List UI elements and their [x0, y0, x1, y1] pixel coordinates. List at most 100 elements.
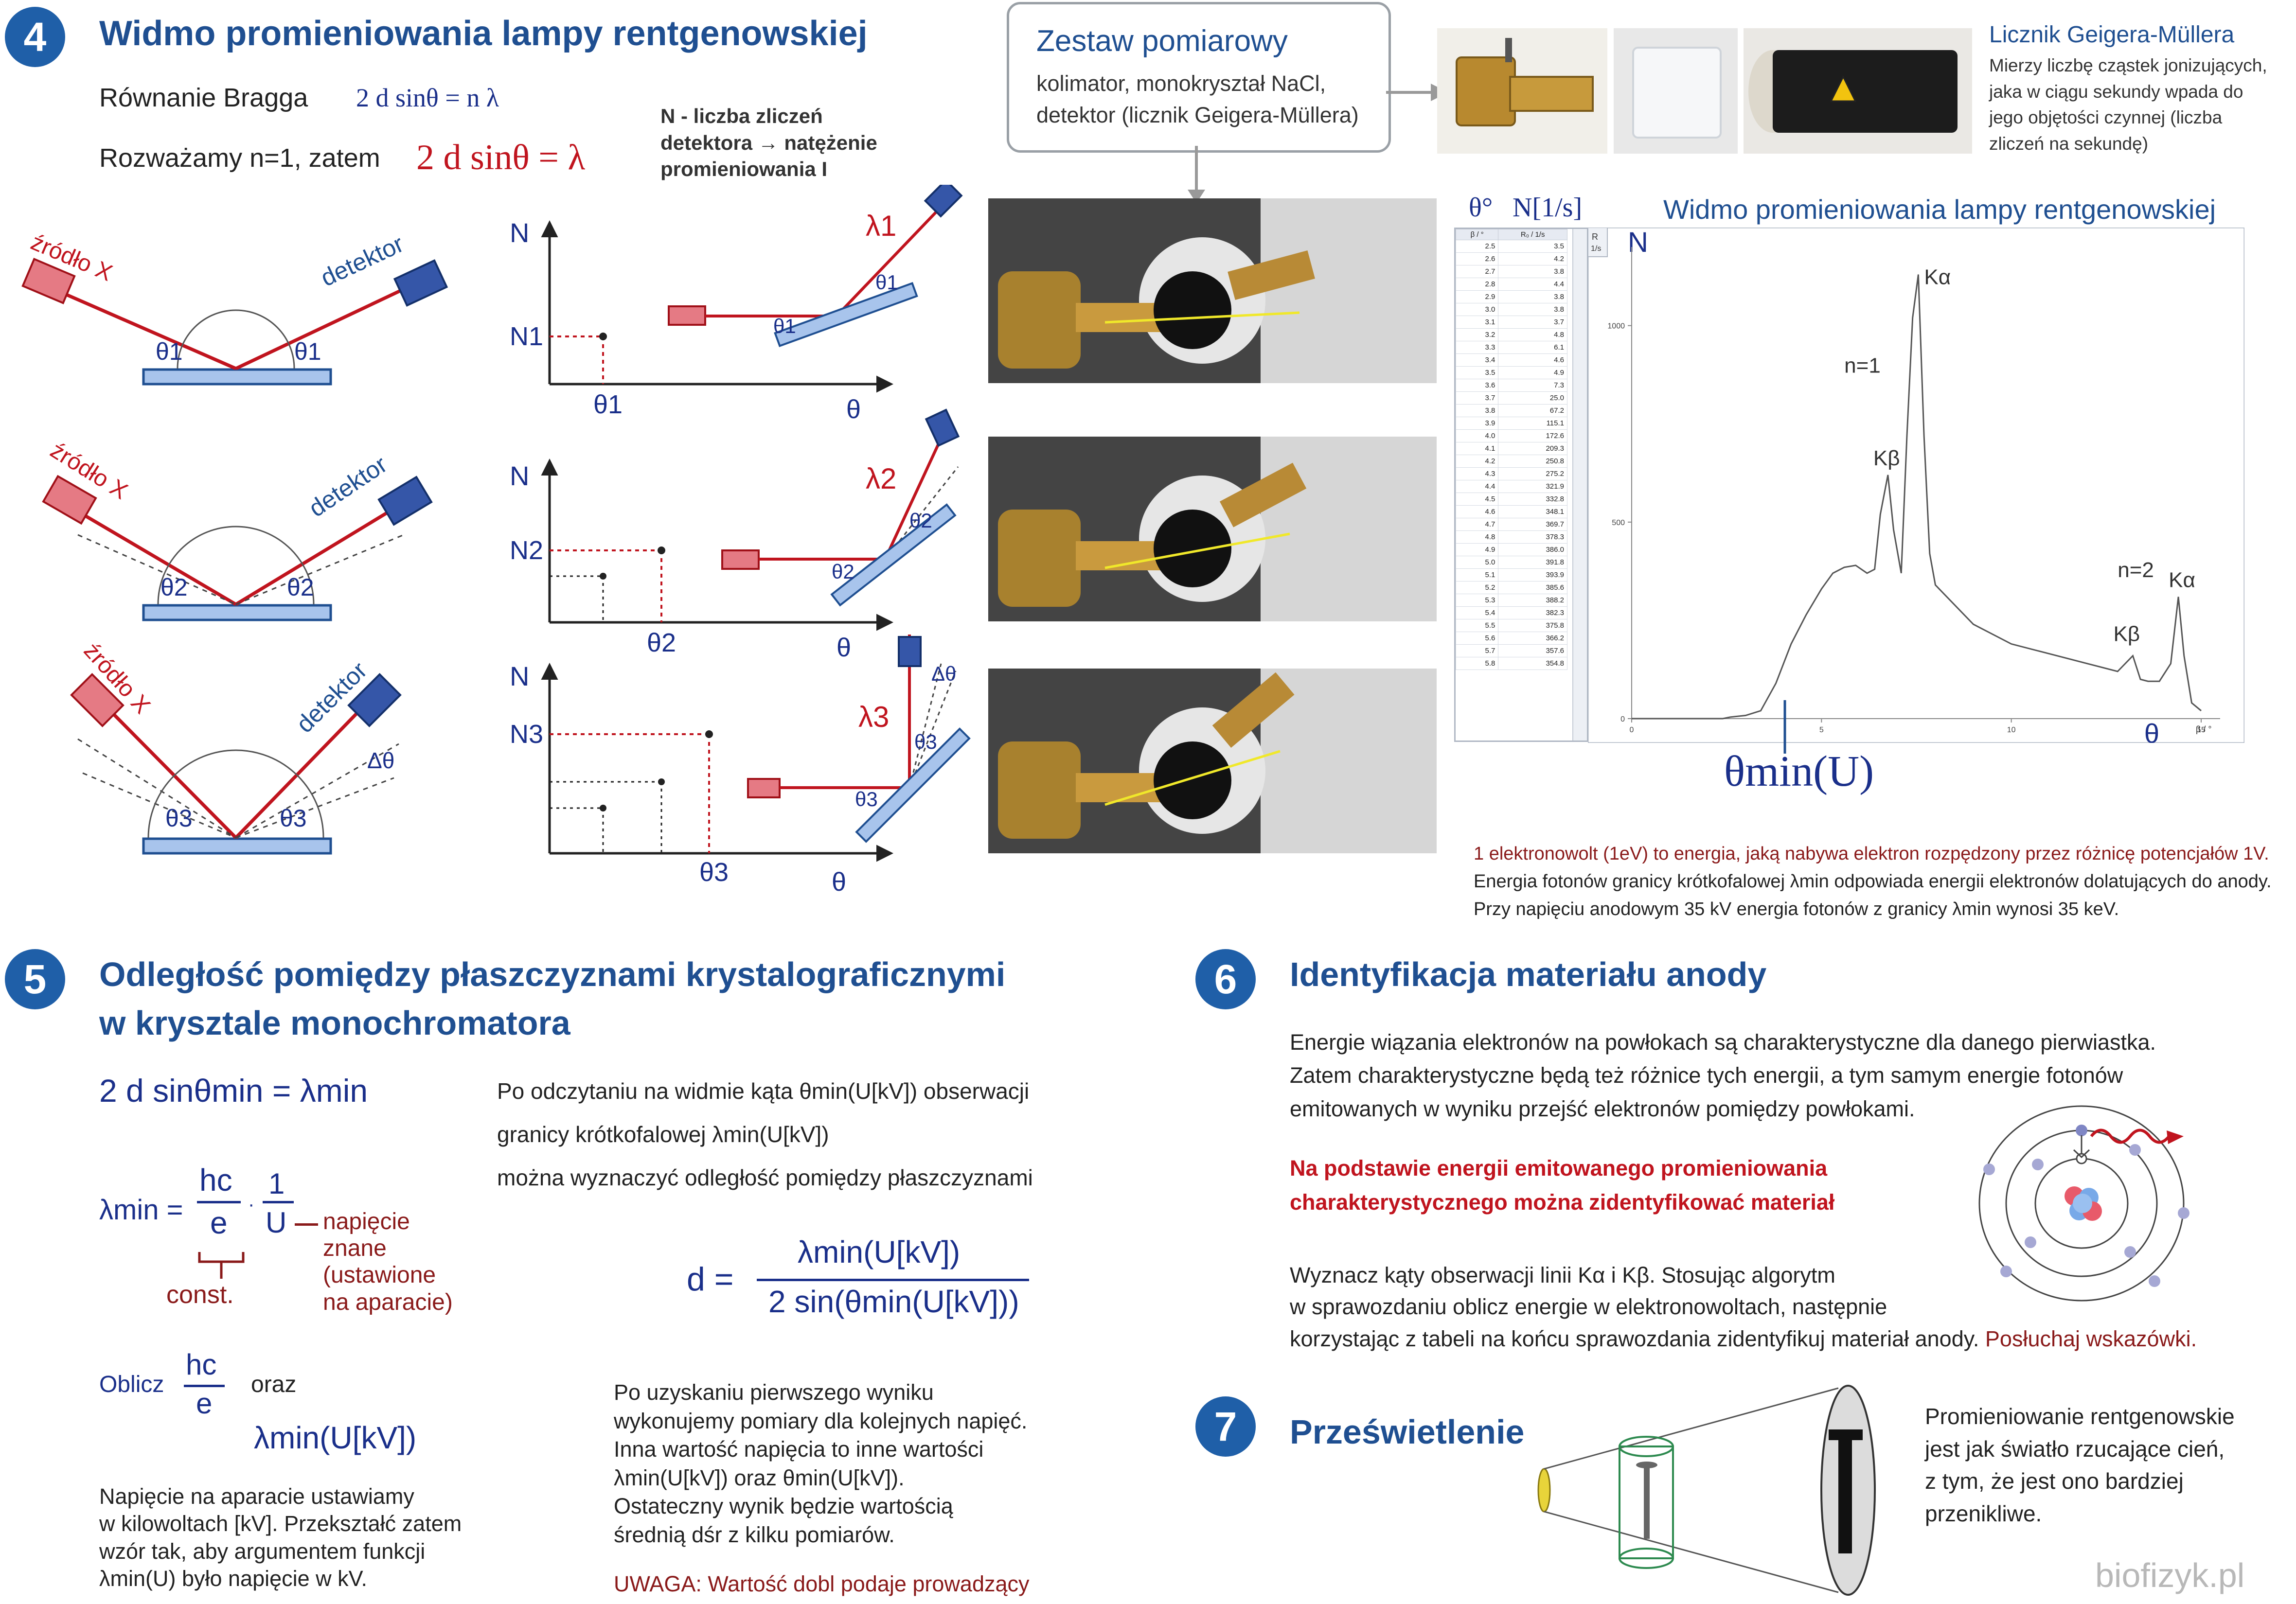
table-cell-rate: 3.5	[1498, 240, 1567, 253]
g2-N2: N2	[510, 536, 543, 565]
table-scrollbar[interactable]	[1572, 229, 1587, 740]
d-denominator: 2 sin(θmin(U[kV]))	[768, 1284, 1019, 1319]
x-ray-source-1	[21, 258, 76, 304]
table-cell-angle: 3.4	[1455, 353, 1499, 367]
reading-note-line3: można wyznaczyć odległość pomiędzy płasz…	[497, 1164, 1033, 1190]
table-cell-rate: 67.2	[1498, 404, 1567, 417]
d-numerator: λmin(U[kV])	[798, 1234, 961, 1269]
x-tick-label: 5	[1819, 726, 1824, 734]
oblicz-label: Oblicz	[99, 1372, 164, 1397]
count-note: N - liczba zliczeń detektora → natężenie…	[660, 103, 877, 183]
spectrum-line	[1632, 274, 2202, 720]
x-ray-source-3	[70, 673, 125, 727]
table-cell-angle: 4.4	[1455, 480, 1499, 493]
g3-N: N	[510, 661, 529, 691]
xray-shadow-text: Promieniowanie rentgenowskie jest jak św…	[1925, 1400, 2235, 1530]
identify-bold-text: Na podstawie energii emitowanego promien…	[1290, 1151, 1834, 1219]
table-cell-angle: 4.7	[1455, 518, 1499, 531]
table-cell-angle: 4.1	[1455, 442, 1499, 455]
g2-crystal-theta-a: θ2	[832, 560, 854, 583]
section-4-title: Widmo promieniowania lampy rentgenowskie…	[99, 14, 868, 53]
table-cell-rate: 250.8	[1498, 455, 1567, 468]
theta3-right: θ3	[280, 805, 307, 832]
hc-fraction-bar	[197, 1201, 241, 1203]
napiecie-pointer	[295, 1223, 318, 1226]
section-5-title-line2: w krysztale monochromatora	[99, 1004, 570, 1042]
theta3-left: θ3	[165, 805, 193, 832]
table-cell-rate: 386.0	[1498, 543, 1567, 556]
theta2-right: θ2	[287, 574, 314, 601]
repeat-note-line5: Ostateczny wynik będzie wartością	[614, 1494, 953, 1518]
table-cell-rate: 321.9	[1498, 480, 1567, 493]
table-cell-angle: 3.2	[1455, 328, 1499, 341]
oblicz-e: e	[196, 1387, 213, 1420]
g3-theta: θ	[832, 867, 846, 897]
x-unit: β / °	[2196, 724, 2212, 734]
spectrum-col-N: N[1/s]	[1513, 193, 1583, 223]
table-cell-angle: 5.2	[1455, 581, 1499, 594]
table-cell-rate: 7.3	[1498, 379, 1567, 392]
table-cell-angle: 5.6	[1455, 632, 1499, 645]
table-cell-rate: 6.1	[1498, 341, 1567, 354]
lambda-min-lhs: λmin =	[99, 1194, 183, 1226]
task-line3: korzystając z tabeli na końcu sprawozdan…	[1290, 1326, 1979, 1351]
table-cell-angle: 4.3	[1455, 467, 1499, 480]
oblicz-hc: hc	[186, 1348, 217, 1381]
table-cell-angle: 2.5	[1455, 240, 1499, 253]
napiecie-line2: znane	[323, 1235, 387, 1262]
table-cell-angle: 3.5	[1455, 366, 1499, 379]
g2-crystal-theta-b: θ2	[909, 509, 932, 532]
label-k-beta-2: Kβ	[2113, 622, 2140, 646]
eq-2dsin-min: 2 d sinθmin = λmin	[99, 1073, 368, 1109]
repeat-note-line6: średnią dśr z kilku pomiarów.	[614, 1522, 895, 1547]
table-head-beta: β / °	[1455, 229, 1499, 240]
task-text: Wyznacz kąty obserwacji linii Kα i Kβ. S…	[1290, 1259, 2197, 1355]
napiecie-note: napięcie znane (ustawione na aparacie)	[323, 1208, 453, 1316]
apparatus-photo-3	[988, 669, 1437, 853]
g1-N1: N1	[510, 322, 543, 351]
gm-desc-line3: jego objętości czynnej (liczba	[1989, 107, 2223, 128]
theta1-right: θ1	[294, 338, 321, 365]
watermark: biofizyk.pl	[2095, 1556, 2245, 1594]
section-6-badge: 6	[1195, 949, 1256, 1009]
setup-title: Zestaw pomiarowy	[1036, 24, 1288, 58]
theta-min-marker	[1783, 700, 1786, 754]
table-cell-rate: 388.2	[1498, 594, 1567, 607]
